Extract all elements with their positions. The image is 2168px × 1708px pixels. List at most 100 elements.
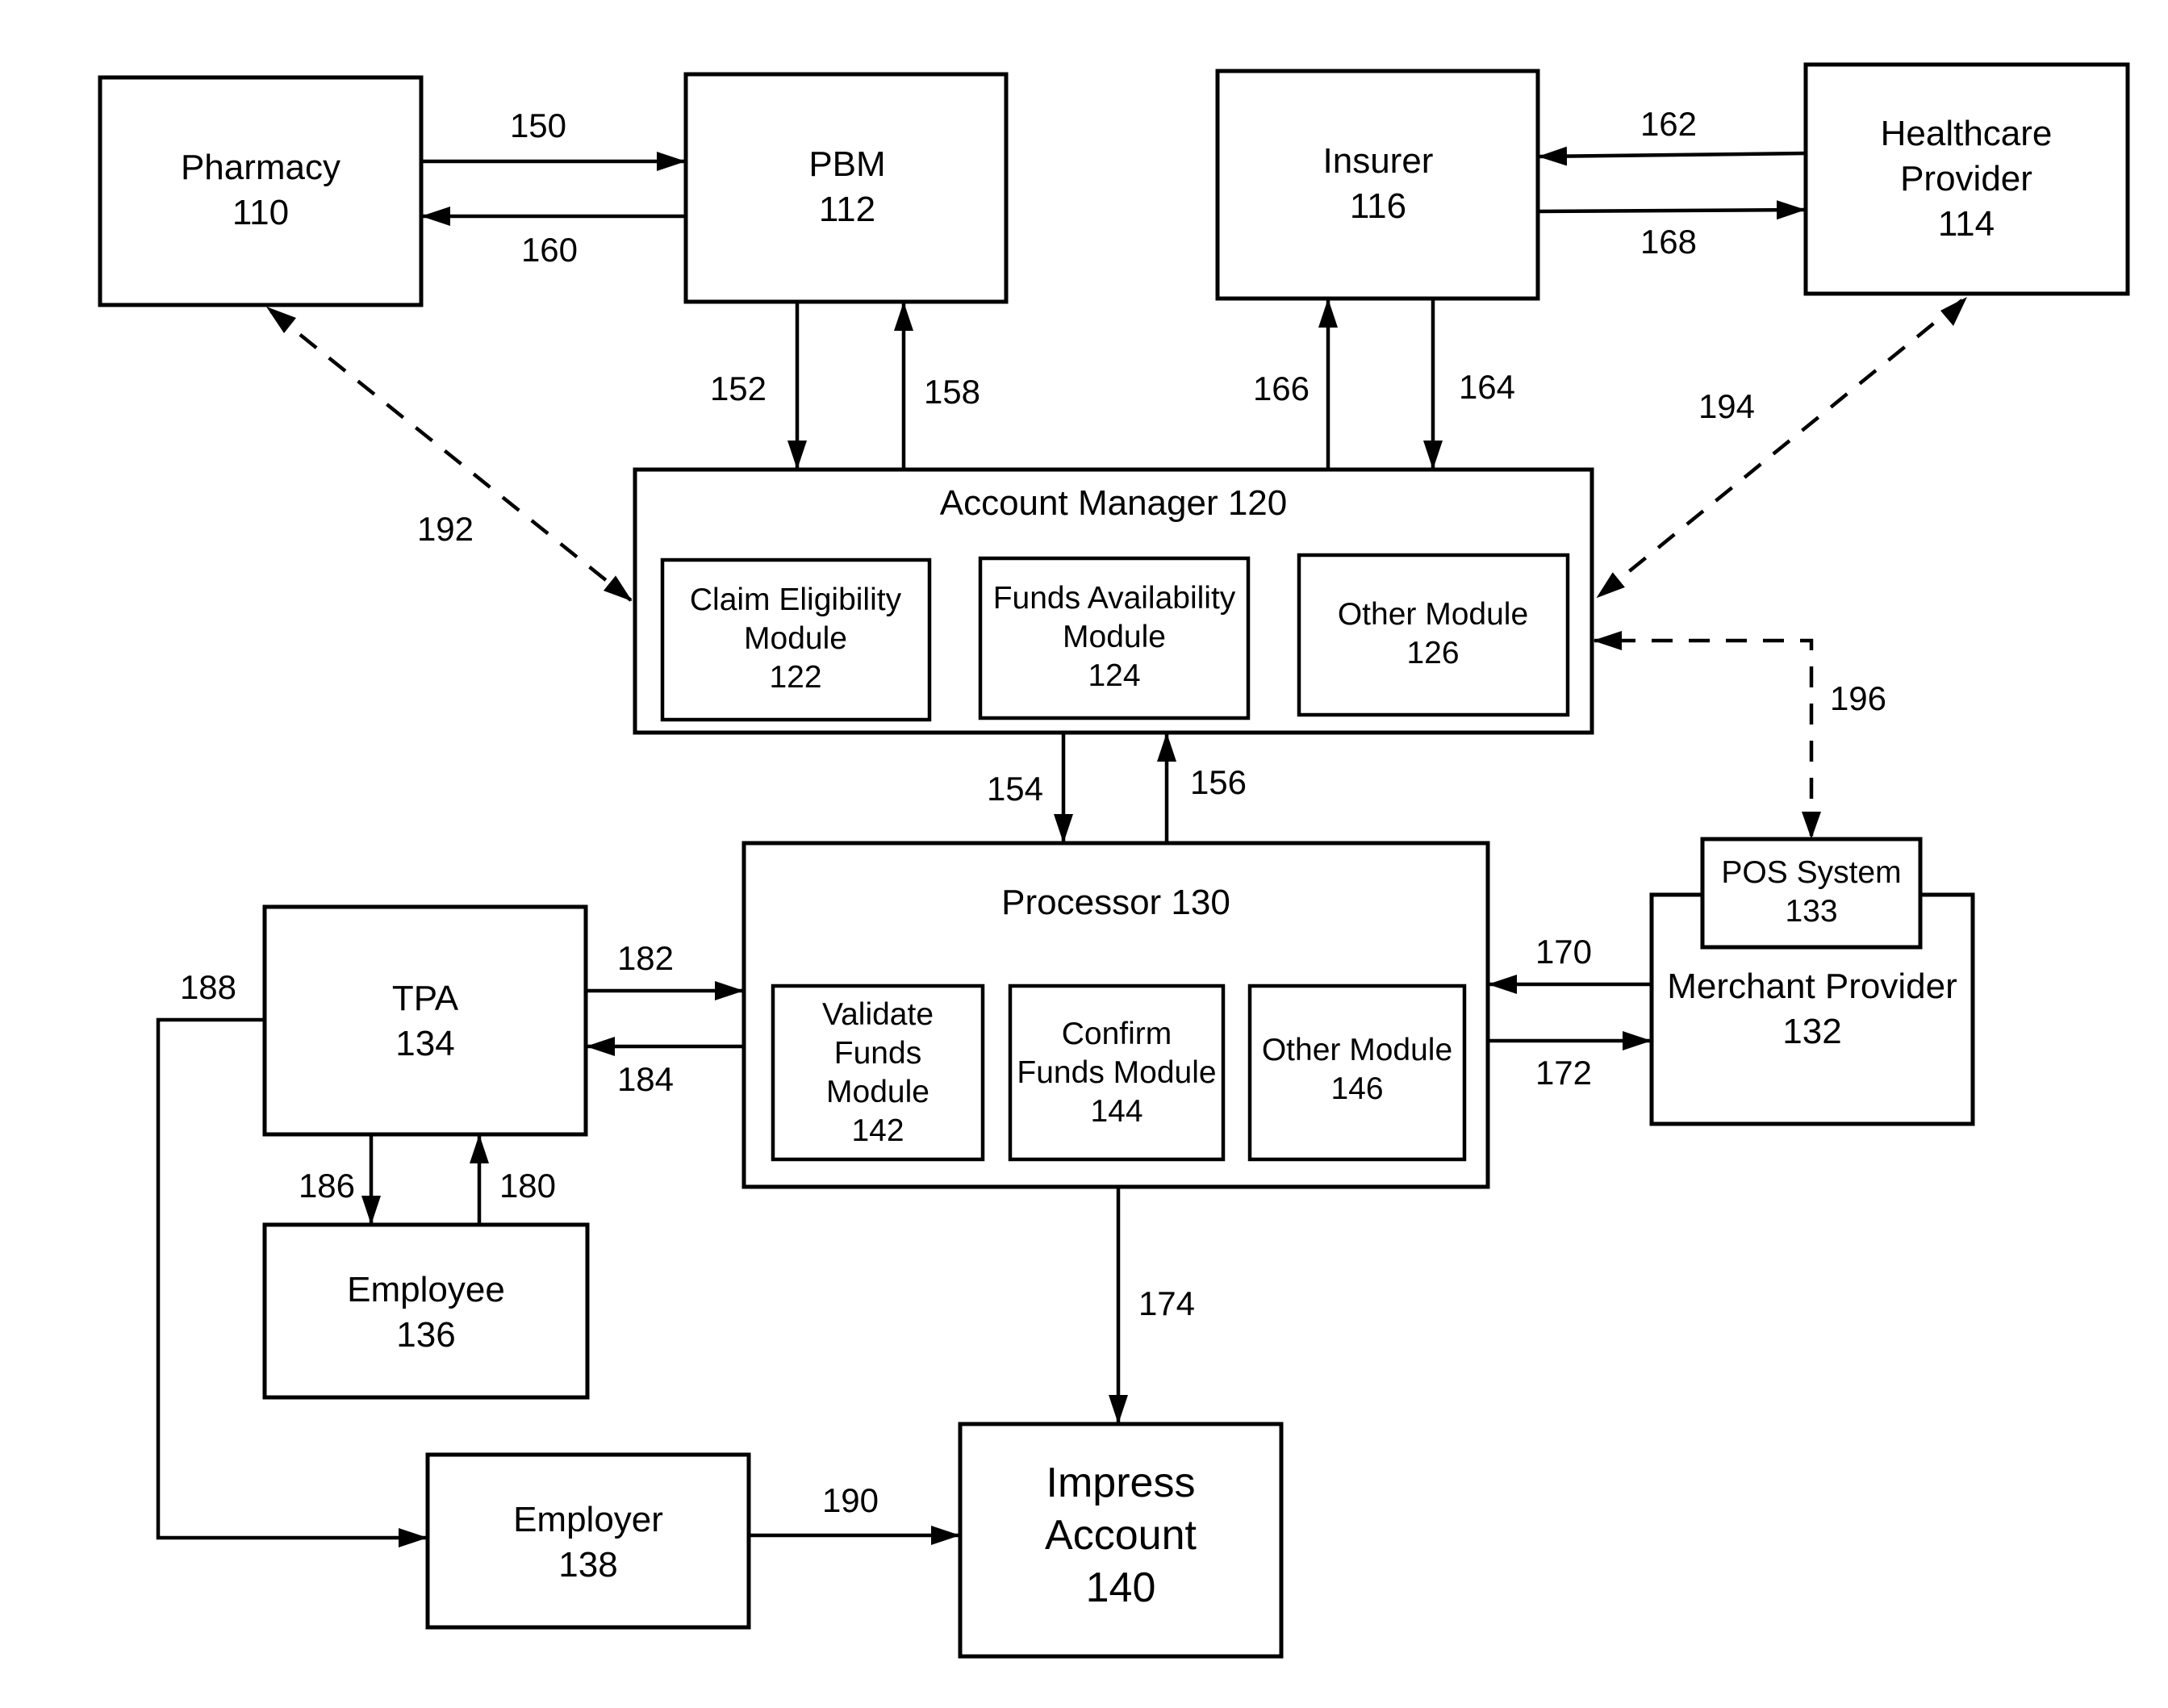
merchant-provider-number: 132 bbox=[1782, 1012, 1841, 1051]
claim-eligibility-line2: Module bbox=[744, 621, 847, 656]
arrow-174-label: 174 bbox=[1138, 1284, 1195, 1322]
confirm-funds-module: Confirm Funds Module 144 bbox=[1010, 986, 1223, 1159]
processor-node: Processor 130 Validate Funds Module 142 … bbox=[744, 843, 1488, 1187]
arrow-190: 190 bbox=[749, 1481, 959, 1535]
claim-eligibility-line1: Claim Eligibility bbox=[690, 583, 902, 617]
healthcare-provider-node: Healthcare Provider 114 bbox=[1806, 65, 2128, 294]
arrow-152-label: 152 bbox=[710, 370, 767, 407]
other-module-126: Other Module 126 bbox=[1299, 555, 1568, 715]
arrow-160: 160 bbox=[423, 216, 686, 269]
healthcare-provider-title-line1: Healthcare bbox=[1881, 114, 2053, 153]
arrow-168-label: 168 bbox=[1640, 223, 1697, 261]
employer-title: Employer bbox=[513, 1500, 663, 1539]
claim-eligibility-module: Claim Eligibility Module 122 bbox=[662, 560, 929, 720]
arrow-154-label: 154 bbox=[987, 770, 1043, 808]
validate-funds-line1: Validate bbox=[822, 997, 934, 1032]
arrow-182: 182 bbox=[586, 939, 742, 991]
arrow-164: 164 bbox=[1433, 299, 1515, 468]
impress-account-node: Impress Account 140 bbox=[960, 1424, 1281, 1656]
account-manager-node: Account Manager 120 Claim Eligibility Mo… bbox=[635, 470, 1592, 733]
arrow-166-label: 166 bbox=[1253, 370, 1310, 407]
employee-node: Employee 136 bbox=[265, 1225, 587, 1397]
impress-account-line2: Account bbox=[1045, 1512, 1197, 1559]
other-module-126-number: 126 bbox=[1406, 636, 1459, 670]
arrow-164-label: 164 bbox=[1459, 368, 1515, 406]
arrow-158-label: 158 bbox=[924, 373, 980, 411]
arrow-184: 184 bbox=[587, 1046, 744, 1098]
confirm-funds-line1: Confirm bbox=[1062, 1017, 1172, 1051]
arrow-172-label: 172 bbox=[1535, 1054, 1592, 1092]
tpa-title: TPA bbox=[392, 979, 459, 1018]
validate-funds-module: Validate Funds Module 142 bbox=[773, 986, 983, 1159]
arrow-190-label: 190 bbox=[822, 1481, 879, 1519]
confirm-funds-line2: Funds Module bbox=[1017, 1055, 1216, 1090]
pharmacy-title: Pharmacy bbox=[181, 148, 340, 187]
pos-system-number: 133 bbox=[1785, 894, 1837, 929]
arrow-194: 194 bbox=[1598, 297, 1967, 597]
account-manager-title: Account Manager 120 bbox=[940, 483, 1288, 523]
pbm-title: PBM bbox=[808, 144, 885, 184]
pbm-node: PBM 112 bbox=[686, 74, 1006, 302]
arrow-170: 170 bbox=[1489, 933, 1652, 984]
arrow-154: 154 bbox=[987, 733, 1063, 841]
arrow-170-label: 170 bbox=[1535, 933, 1592, 971]
arrow-150-label: 150 bbox=[510, 106, 566, 144]
merchant-provider-title: Merchant Provider bbox=[1667, 967, 1957, 1006]
employer-number: 138 bbox=[558, 1545, 617, 1585]
arrow-166: 166 bbox=[1253, 300, 1328, 470]
claim-eligibility-number: 122 bbox=[769, 660, 821, 695]
funds-availability-line1: Funds Availability bbox=[993, 581, 1236, 616]
other-module-146: Other Module 146 bbox=[1250, 986, 1464, 1159]
tpa-node: TPA 134 bbox=[265, 907, 586, 1134]
validate-funds-number: 142 bbox=[851, 1113, 904, 1148]
insurer-node: Insurer 116 bbox=[1218, 71, 1538, 299]
processor-title: Processor 130 bbox=[1001, 883, 1230, 922]
arrow-172: 172 bbox=[1488, 1041, 1650, 1092]
arrow-192: 192 bbox=[266, 307, 631, 600]
arrow-186: 186 bbox=[299, 1134, 371, 1223]
insurer-title: Insurer bbox=[1323, 141, 1434, 181]
pos-system-title: POS System bbox=[1721, 855, 1901, 890]
arrow-184-label: 184 bbox=[617, 1060, 674, 1098]
arrow-156: 156 bbox=[1167, 734, 1247, 843]
pos-system-node: POS System 133 bbox=[1702, 839, 1920, 947]
arrow-168: 168 bbox=[1538, 210, 1804, 261]
impress-account-line1: Impress bbox=[1046, 1460, 1196, 1506]
healthcare-provider-title-line2: Provider bbox=[1900, 159, 2032, 198]
tpa-number: 134 bbox=[395, 1024, 454, 1063]
arrow-174: 174 bbox=[1118, 1187, 1195, 1422]
arrow-152: 152 bbox=[710, 302, 797, 468]
funds-availability-module: Funds Availability Module 124 bbox=[980, 558, 1248, 718]
other-module-126-line1: Other Module bbox=[1338, 597, 1528, 632]
arrow-162-label: 162 bbox=[1640, 105, 1697, 143]
arrow-186-label: 186 bbox=[299, 1167, 355, 1205]
validate-funds-line3: Module bbox=[826, 1075, 929, 1109]
arrow-192-label: 192 bbox=[417, 510, 474, 548]
pbm-number: 112 bbox=[819, 190, 875, 229]
employee-title: Employee bbox=[347, 1270, 505, 1309]
arrow-196: 196 bbox=[1594, 641, 1886, 839]
arrow-194-label: 194 bbox=[1698, 387, 1755, 425]
arrow-156-label: 156 bbox=[1190, 763, 1247, 801]
impress-account-number: 140 bbox=[1086, 1564, 1156, 1611]
arrow-180-label: 180 bbox=[499, 1167, 556, 1205]
healthcare-provider-number: 114 bbox=[1938, 204, 1995, 244]
arrow-182-label: 182 bbox=[617, 939, 674, 977]
arrow-150: 150 bbox=[421, 106, 684, 161]
validate-funds-line2: Funds bbox=[834, 1036, 921, 1071]
pharmacy-number: 110 bbox=[232, 193, 289, 232]
pharmacy-node: Pharmacy 110 bbox=[100, 77, 421, 305]
confirm-funds-number: 144 bbox=[1090, 1094, 1142, 1129]
employer-node: Employer 138 bbox=[428, 1455, 749, 1627]
funds-availability-line2: Module bbox=[1063, 620, 1166, 654]
other-module-146-line1: Other Module bbox=[1262, 1033, 1452, 1067]
arrow-196-label: 196 bbox=[1830, 679, 1886, 717]
arrow-162: 162 bbox=[1539, 105, 1806, 157]
arrow-160-label: 160 bbox=[521, 231, 578, 269]
arrow-158: 158 bbox=[904, 303, 980, 470]
funds-availability-number: 124 bbox=[1088, 658, 1140, 693]
other-module-146-number: 146 bbox=[1330, 1071, 1383, 1106]
insurer-number: 116 bbox=[1350, 186, 1406, 226]
arrow-188-label: 188 bbox=[180, 968, 236, 1006]
